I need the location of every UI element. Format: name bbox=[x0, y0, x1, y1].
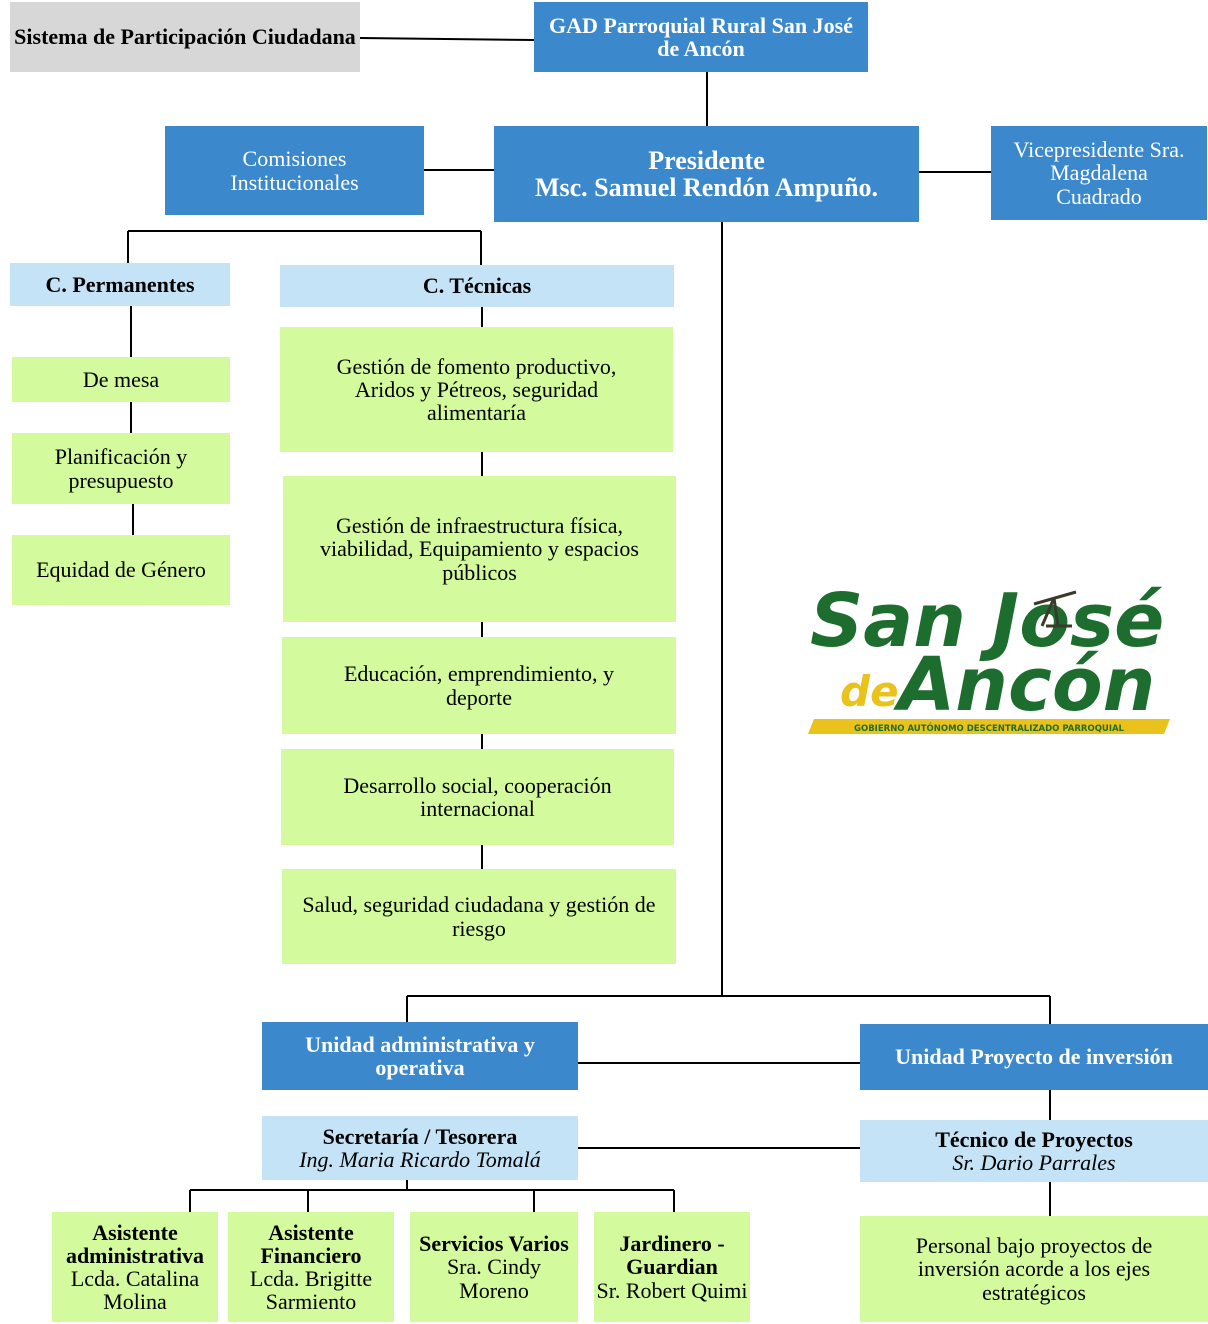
secretaria-box: Secretaría / Tesorera Ing. Maria Ricardo… bbox=[262, 1116, 578, 1180]
tec-item-educacion: Educación, emprendimiento, y deporte bbox=[282, 637, 676, 734]
perm-item-label: Planificación y presupuesto bbox=[54, 444, 188, 493]
perm-item-label: Equidad de Género bbox=[36, 557, 206, 583]
san-jose-de-ancon-logo: San José de Ancón GOBIERNO AUTÓNOMO DESC… bbox=[808, 578, 1170, 734]
staff-title: Jardinero - Guardian bbox=[619, 1231, 725, 1280]
perm-item-equidad: Equidad de Género bbox=[12, 535, 230, 605]
c-permanentes-label: C. Permanentes bbox=[45, 271, 195, 297]
comisiones-box: Comisiones Institucionales bbox=[165, 126, 424, 215]
staff-title: Asistente Financiero bbox=[260, 1219, 362, 1268]
tec-item-label: Desarrollo social, cooperación internaci… bbox=[343, 772, 612, 821]
secretaria-name: Ing. Maria Ricardo Tomalá bbox=[299, 1147, 541, 1172]
unidad-proyecto-label: Unidad Proyecto de inversión bbox=[895, 1044, 1173, 1070]
tec-item-label: Salud, seguridad ciudadana y gestión de … bbox=[302, 892, 656, 941]
comisiones-label: Comisiones Institucionales bbox=[230, 146, 359, 195]
staff-asistente-administrativa: Asistente administrativa Lcda. Catalina … bbox=[52, 1212, 218, 1322]
tec-item-label: Educación, emprendimiento, y deporte bbox=[343, 661, 615, 710]
tec-item-desarrollo: Desarrollo social, cooperación internaci… bbox=[281, 749, 674, 845]
sistema-participacion-box: Sistema de Participación Ciudadana bbox=[10, 2, 360, 72]
personal-proyectos-label: Personal bajo proyectos de inversión aco… bbox=[915, 1233, 1153, 1305]
staff-asistente-financiero: Asistente Financiero Lcda. Brigitte Sarm… bbox=[228, 1212, 394, 1322]
staff-name: Sra. Cindy Moreno bbox=[446, 1254, 542, 1303]
logo-line2: Ancón bbox=[893, 642, 1155, 728]
presidente-name: Msc. Samuel Rendón Ampuño. bbox=[534, 173, 879, 202]
logo-de: de bbox=[840, 667, 899, 716]
presidente-box: Presidente Msc. Samuel Rendón Ampuño. bbox=[494, 126, 919, 222]
secretaria-title: Secretaría / Tesorera bbox=[322, 1123, 518, 1149]
tecnico-name: Sr. Dario Parrales bbox=[952, 1150, 1116, 1175]
vicepresidente-label: Vicepresidente Sra. Magdalena Cuadrado bbox=[1013, 137, 1185, 209]
staff-name: Lcda. Catalina Molina bbox=[70, 1266, 200, 1315]
unidad-proyecto-box: Unidad Proyecto de inversión bbox=[860, 1024, 1208, 1090]
tec-item-salud: Salud, seguridad ciudadana y gestión de … bbox=[282, 869, 676, 964]
gad-box: GAD Parroquial Rural San José de Ancón bbox=[534, 2, 868, 72]
perm-item-label: De mesa bbox=[82, 366, 160, 392]
logo-line1: San José bbox=[810, 578, 1164, 664]
sistema-label: Sistema de Participación Ciudadana bbox=[14, 24, 356, 50]
tec-item-label: Gestión de infraestructura física, viabi… bbox=[320, 513, 639, 585]
staff-title: Servicios Varios bbox=[419, 1231, 569, 1257]
perm-item-de-mesa: De mesa bbox=[12, 357, 230, 402]
c-tecnicas-box: C. Técnicas bbox=[280, 265, 674, 307]
tec-item-label: Gestión de fomento productivo, Aridos y … bbox=[336, 353, 617, 426]
c-permanentes-box: C. Permanentes bbox=[10, 263, 230, 306]
staff-title: Asistente administrativa bbox=[65, 1219, 205, 1268]
staff-jardinero-guardian: Jardinero - Guardian Sr. Robert Quimi bbox=[594, 1212, 750, 1322]
staff-name: Lcda. Brigitte Sarmiento bbox=[249, 1266, 373, 1315]
presidente-title: Presidente bbox=[648, 145, 765, 175]
personal-proyectos-box: Personal bajo proyectos de inversión aco… bbox=[860, 1216, 1208, 1322]
tecnico-title: Técnico de Proyectos bbox=[935, 1126, 1133, 1152]
staff-name: Sr. Robert Quimi bbox=[596, 1277, 748, 1303]
unidad-administrativa-box: Unidad administrativa y operativa bbox=[262, 1022, 578, 1090]
vicepresidente-box: Vicepresidente Sra. Magdalena Cuadrado bbox=[991, 126, 1207, 220]
tec-item-fomento: Gestión de fomento productivo, Aridos y … bbox=[280, 327, 673, 452]
gad-label: GAD Parroquial Rural San José de Ancón bbox=[549, 12, 853, 61]
oil-pump-icon bbox=[1033, 590, 1077, 628]
logo-banner: GOBIERNO AUTÓNOMO DESCENTRALIZADO PARROQ… bbox=[854, 722, 1125, 734]
tec-item-infraestructura: Gestión de infraestructura física, viabi… bbox=[283, 476, 676, 622]
staff-servicios-varios: Servicios Varios Sra. Cindy Moreno bbox=[410, 1212, 578, 1322]
perm-item-planificacion: Planificación y presupuesto bbox=[12, 433, 230, 504]
tecnico-box: Técnico de Proyectos Sr. Dario Parrales bbox=[860, 1120, 1208, 1182]
c-tecnicas-label: C. Técnicas bbox=[422, 273, 532, 299]
unidad-administrativa-label: Unidad administrativa y operativa bbox=[305, 1031, 535, 1080]
